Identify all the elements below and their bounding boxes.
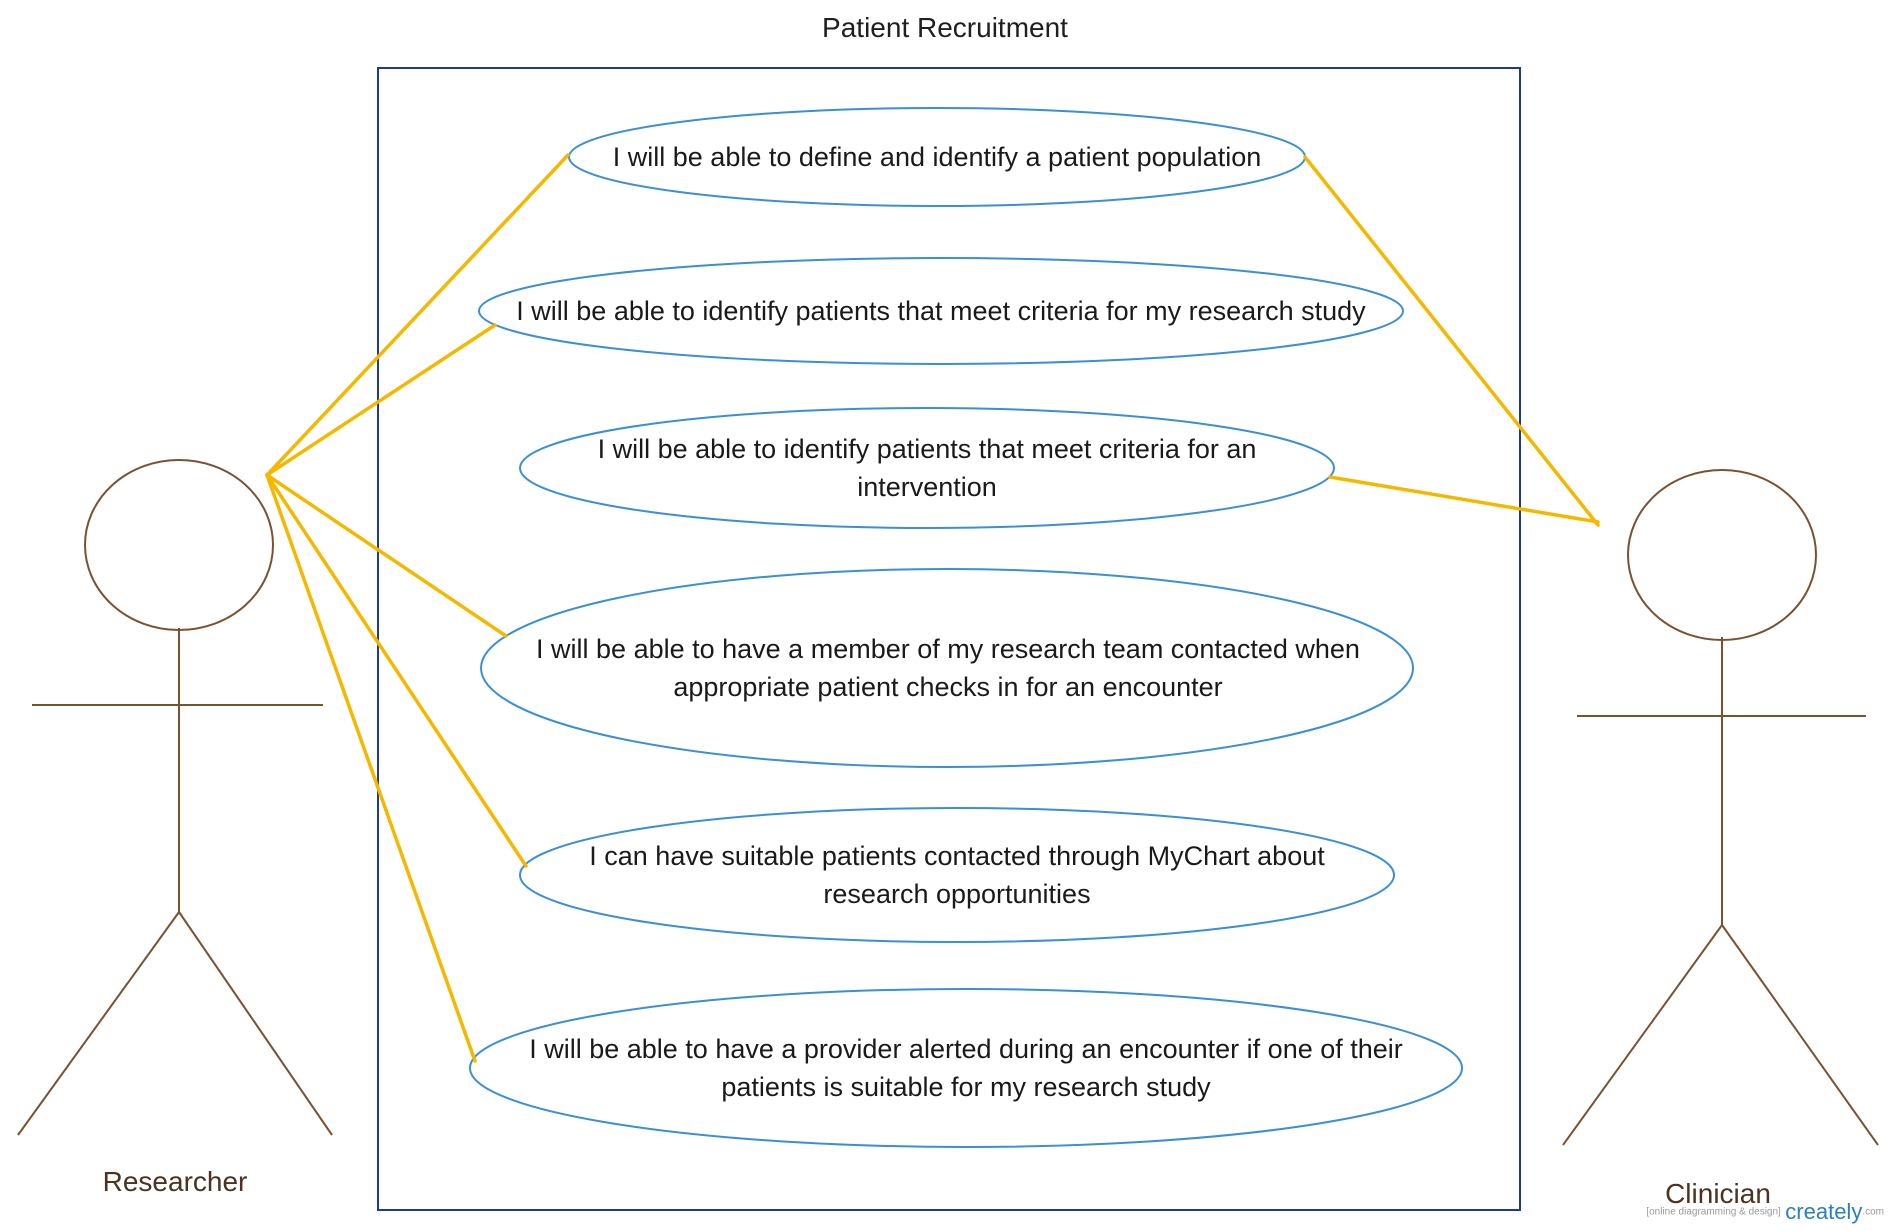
diagram-title: Patient Recruitment <box>822 12 1068 43</box>
use-case-label-3: I will be able to identify patients that… <box>597 434 1257 502</box>
use-case-label-5: I can have suitable patients contacted t… <box>589 841 1325 909</box>
watermark-brand: creately <box>1785 1199 1863 1224</box>
system-boundary <box>377 67 1521 1211</box>
association-clinician-uc1 <box>1303 155 1600 527</box>
clinician-left-leg <box>1562 924 1723 1146</box>
use-case-label-4: I will be able to have a member of my re… <box>536 634 1360 702</box>
clinician-actor-figure <box>1562 469 1879 1146</box>
researcher-left-leg <box>17 911 180 1136</box>
clinician-right-leg <box>1721 924 1879 1146</box>
association-clinician-uc3 <box>1328 475 1600 524</box>
association-researcher-uc6 <box>265 473 477 1063</box>
use-case-ellipse-6 <box>469 988 1463 1148</box>
association-researcher-uc4 <box>265 473 508 638</box>
use-case-ellipse-5 <box>519 807 1395 943</box>
researcher-right-leg <box>178 911 333 1136</box>
creately-watermark: [online diagramming & design] creately.c… <box>1646 1199 1884 1225</box>
researcher-actor-figure <box>17 459 333 1136</box>
use-case-ellipse-2 <box>478 257 1404 365</box>
use-case-ellipse-4 <box>480 568 1414 768</box>
use-case-label-1: I will be able to define and identify a … <box>612 142 1262 172</box>
use-case-ellipse-3 <box>519 407 1335 529</box>
researcher-label: Researcher <box>102 1166 248 1197</box>
use-case-label-6: I will be able to have a provider alerte… <box>529 1034 1403 1102</box>
association-researcher-uc2 <box>265 323 497 477</box>
use-case-label-2: I will be able to identify patients that… <box>516 296 1366 326</box>
researcher-head <box>84 459 274 631</box>
watermark-tagline: [online diagramming & design] <box>1646 1206 1781 1218</box>
association-researcher-uc1 <box>265 153 570 477</box>
watermark-domain: .com <box>1862 1206 1884 1218</box>
clinician-head <box>1627 469 1817 641</box>
association-researcher-uc5 <box>265 473 528 868</box>
clinician-label: Clinician <box>1665 1178 1771 1209</box>
